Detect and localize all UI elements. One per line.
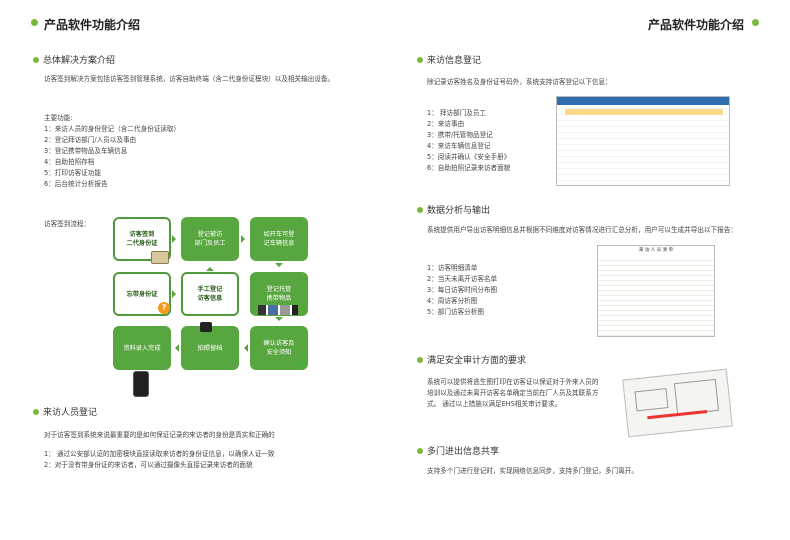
info-list: 1： 拜访部门及员工 2：来访事由 3：携带/托管物品登记 4：来访车辆信息登记…: [427, 108, 510, 174]
bullet-icon: [33, 56, 39, 63]
check-icon: ✔: [296, 356, 308, 372]
flow-arrow-up: [206, 263, 214, 271]
flow-arrow-left: [171, 344, 179, 352]
overview-intro: 访客签到解决方案包括访客签到管理系统，访客自助终端（含二代身份证模块）以及相关输…: [44, 75, 335, 83]
data-item: 4：周访客分析图: [427, 297, 478, 305]
section-data-heading: 数据分析与输出: [417, 203, 490, 216]
section-visitor-heading: 来访人员登记: [33, 405, 97, 418]
info-item: 4：来访车辆信息登记: [427, 142, 491, 150]
warning-icon: ?: [158, 302, 170, 314]
visitor-software-screenshot: [556, 96, 730, 186]
visitor-item: 2：对于没有带身份证的来访者，可以通过摄像头直接记录来访者的面貌: [44, 461, 253, 469]
function-item: 3：登记携带物品及车辆信息: [44, 147, 128, 155]
bullet-icon: [417, 447, 423, 454]
function-item: 2：登记拜访部门/人员以及事由: [44, 136, 137, 144]
flow-step-complete: 资料录入完成: [113, 326, 171, 370]
flow-arrow-down: [275, 317, 283, 325]
section-info-heading: 来访信息登记: [417, 53, 481, 66]
visitor-intro: 对于访客签到系统来说最重要的是如何保证记录的来访者的身份是真实和正确的: [44, 431, 275, 439]
functions-list: 1：来访人员的身份登记（含二代身份证读取） 2：登记拜访部门/人员以及事由 3：…: [44, 124, 180, 190]
function-item: 6：后台统计分析报告: [44, 180, 108, 188]
bullet-icon: [417, 356, 423, 363]
section-multi-heading: 多门进出信息共享: [417, 444, 499, 457]
header-left-dot: [31, 19, 38, 26]
info-item: 1： 拜访部门及员工: [427, 109, 487, 117]
data-intro: 系统提供用户导出访客明细信息并根据不同维度对访客情况进行汇总分析，用户可以生成并…: [427, 226, 737, 234]
id-card-icon: [151, 251, 169, 264]
visitor-report-screenshot: 来 访 人 员 清 单: [597, 245, 715, 337]
info-item: 3：携带/托管物品登记: [427, 131, 493, 139]
page-title-right: 产品软件功能介绍: [648, 18, 745, 32]
data-item: 3：每日访客时间分布图: [427, 286, 498, 294]
visitor-item: 1： 通过公安部认证的加密模块直接读取来访者的身份证信息，以确保人证一致: [44, 450, 275, 458]
flow-arrow-down: [275, 263, 283, 271]
data-item: 2：当天未离开访客名单: [427, 275, 498, 283]
function-item: 4：自助拍照存档: [44, 158, 95, 166]
flow-arrow-right: [241, 235, 249, 243]
report-title: 来 访 人 员 清 单: [598, 246, 714, 256]
function-item: 5：打印访客证功能: [44, 169, 101, 177]
data-list: 1：访客明细清单 2：当天未离开访客名单 3：每日访客时间分布图 4：周访客分析…: [427, 263, 497, 318]
visitor-list: 1： 通过公安部认证的加密模块直接读取来访者的身份证信息，以确保人证一致 2：对…: [44, 449, 274, 471]
info-item: 5：阅读并确认《安全手册》: [427, 153, 511, 161]
info-item: 2：来访事由: [427, 120, 465, 128]
function-item: 1：来访人员的身份登记（含二代身份证读取）: [44, 125, 181, 133]
flow-step-confirm: 确认访客及 安全须知: [250, 326, 308, 370]
multi-text: 支持多个门进行登记时，实现网络信息同步，支持多门登记，多门离开。: [427, 467, 638, 475]
evacuation-map-image: [622, 368, 733, 438]
data-item: 5：部门访客分析图: [427, 308, 484, 316]
bullet-icon: [33, 408, 39, 415]
data-item: 1：访客明细清单: [427, 264, 478, 272]
flow-step-department: 登记被访 部门及员工: [181, 217, 239, 261]
flow-arrow-right: [172, 235, 180, 243]
section-security-heading: 满足安全审计方面的要求: [417, 353, 526, 366]
security-text: 系统可以提供将逃生图打印在访客证以保证对于外来人员的培训以及通过未离开访客名单确…: [427, 378, 599, 408]
section-overview-heading: 总体解决方案介绍: [33, 53, 115, 66]
flow-label: 访客签到流程：: [44, 220, 91, 228]
header-right-dot: [752, 19, 759, 26]
flow-step-photo: 拍照留档: [181, 326, 239, 370]
flow-arrow-left: [240, 344, 248, 352]
flow-arrow-right: [172, 290, 180, 298]
camera-icon: [200, 322, 212, 332]
functions-title: 主要功能:: [44, 114, 73, 122]
flow-step-manual: 手工登记 访客信息: [181, 272, 239, 316]
bullet-icon: [417, 56, 423, 63]
page-title-left: 产品软件功能介绍: [44, 18, 141, 32]
terminal-icon: [133, 371, 149, 397]
flow-step-items: 登记托管 携带物品: [250, 272, 308, 316]
devices-icon: [258, 305, 298, 315]
flow-step-vehicle: 如开车可登 记车辆信息: [250, 217, 308, 261]
info-intro: 除记录访客姓名及身份证号码外，系统支持访客登记以下信息：: [427, 78, 612, 86]
flow-step-id-card: 访客签到 二代身份证: [113, 217, 171, 261]
bullet-icon: [417, 206, 423, 213]
info-item: 6：自助拍照记录来访者面貌: [427, 164, 511, 172]
